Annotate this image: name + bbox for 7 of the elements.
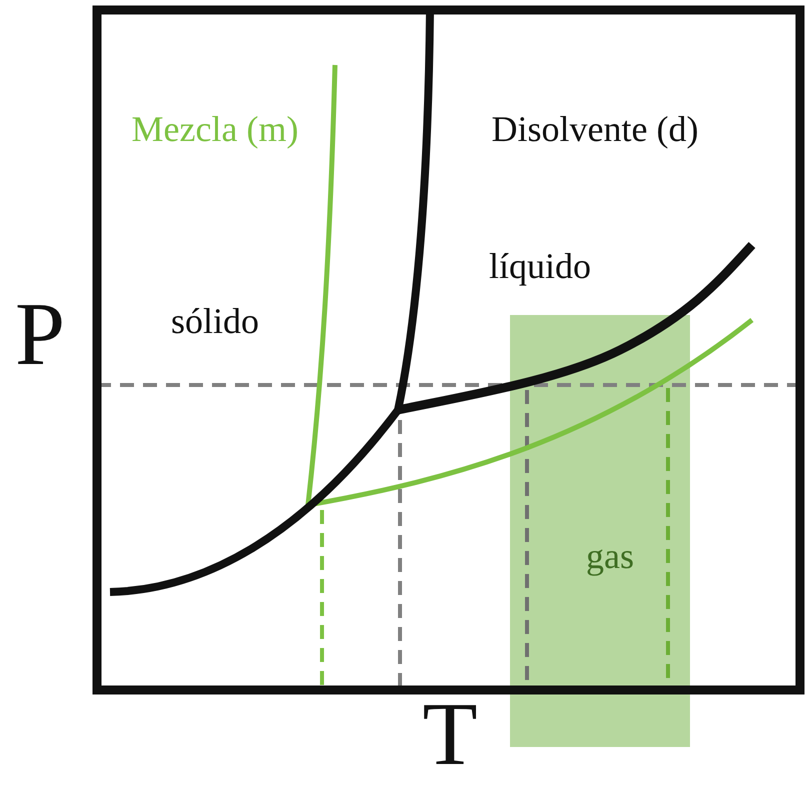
region-label: gas	[585, 535, 635, 578]
region-label: Disolvente (d)	[490, 108, 700, 151]
region-label: Mezcla (m)	[130, 108, 300, 151]
axis-label: T	[422, 690, 478, 780]
axis-label: P	[14, 290, 66, 380]
region-label: sólido	[170, 300, 260, 343]
region-label: líquido	[488, 245, 592, 288]
